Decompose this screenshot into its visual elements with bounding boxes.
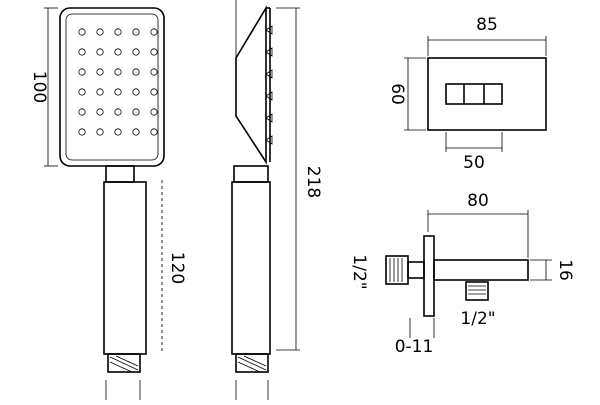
shower-head-face (59, 7, 165, 167)
nozzle (150, 88, 158, 96)
nozzle (78, 28, 86, 36)
side-jet (265, 25, 273, 35)
outlet-thread-label: 1/2" (460, 309, 495, 329)
side-jet (265, 135, 273, 145)
side-jets (265, 25, 273, 145)
nozzle (96, 108, 104, 116)
plate-width-label: 85 (476, 15, 498, 35)
bracket-side-view: 80 16 1/2" 1/2" 0-11 (349, 191, 575, 357)
side-jet (265, 91, 273, 101)
nozzle (132, 28, 140, 36)
inlet-stem (407, 261, 425, 279)
plate-width-dimension: 85 (427, 15, 547, 56)
nozzle (150, 28, 158, 36)
nozzle (132, 108, 140, 116)
inlet-connector (385, 255, 409, 285)
head-height-dimension: 100 (29, 7, 58, 167)
side-handle-neck (233, 165, 269, 183)
handle-length-dimension: 120 (161, 180, 187, 352)
nozzle (150, 108, 158, 116)
nozzle (132, 128, 140, 136)
connector-thread-lines (109, 355, 139, 373)
nozzle (114, 88, 122, 96)
side-connector-thread (235, 353, 269, 373)
button-width-dimension: 50 (445, 132, 503, 173)
projection-label: 80 (467, 191, 489, 211)
nozzle (96, 88, 104, 96)
wall-range-dimension: 0-11 (395, 318, 435, 357)
hose-connector-thread (107, 353, 141, 373)
shower-head-rim (65, 13, 159, 161)
nozzle (114, 48, 122, 56)
bracket-arm (433, 259, 529, 281)
nozzle (78, 48, 86, 56)
nozzle-grid (78, 28, 158, 136)
nozzle (78, 68, 86, 76)
side-jet (265, 47, 273, 57)
nozzle (78, 88, 86, 96)
nozzle (114, 28, 122, 36)
side-handle-body (231, 181, 271, 355)
nozzle (114, 68, 122, 76)
nozzle (150, 48, 158, 56)
arm-height-dimension: 16 (530, 259, 575, 281)
nozzle (78, 108, 86, 116)
bracket-front-view: 85 60 50 (387, 15, 547, 173)
nozzle (96, 28, 104, 36)
outlet-thread-lines (468, 285, 486, 295)
nozzle (114, 128, 122, 136)
arm-height-label: 16 (555, 259, 575, 281)
side-jet (265, 113, 273, 123)
shower-head-side-profile (235, 5, 267, 165)
nozzle (132, 88, 140, 96)
projection-dimension: 80 (427, 191, 529, 258)
plate-height-label: 60 (387, 83, 407, 105)
wall-plate (423, 235, 435, 317)
front-view: 100 120 (29, 7, 187, 400)
total-length-dimension: 218 (276, 7, 323, 351)
nozzle (114, 108, 122, 116)
nozzle (150, 68, 158, 76)
side-jet (265, 69, 273, 79)
nozzle (132, 48, 140, 56)
nozzle (96, 48, 104, 56)
nozzle (78, 128, 86, 136)
nozzle (96, 128, 104, 136)
nozzle (96, 68, 104, 76)
total-length-label: 218 (303, 166, 323, 198)
nozzle (150, 128, 158, 136)
nozzle (132, 68, 140, 76)
plate-height-dimension: 60 (387, 57, 426, 131)
handle-neck (105, 165, 135, 183)
side-connector-thread-lines (237, 355, 267, 373)
handle-body (103, 181, 147, 355)
inlet-thread-label: 1/2" (349, 254, 369, 289)
bracket-button-block (445, 83, 503, 105)
inlet-thread-lines (389, 258, 403, 282)
side-view: 218 (231, 0, 323, 400)
handle-length-label: 120 (167, 252, 187, 284)
bracket-plate (427, 57, 547, 131)
outlet-connector (465, 281, 489, 301)
button-width-label: 50 (463, 153, 485, 173)
head-height-label: 100 (29, 71, 49, 103)
wall-range-label: 0-11 (395, 337, 434, 357)
